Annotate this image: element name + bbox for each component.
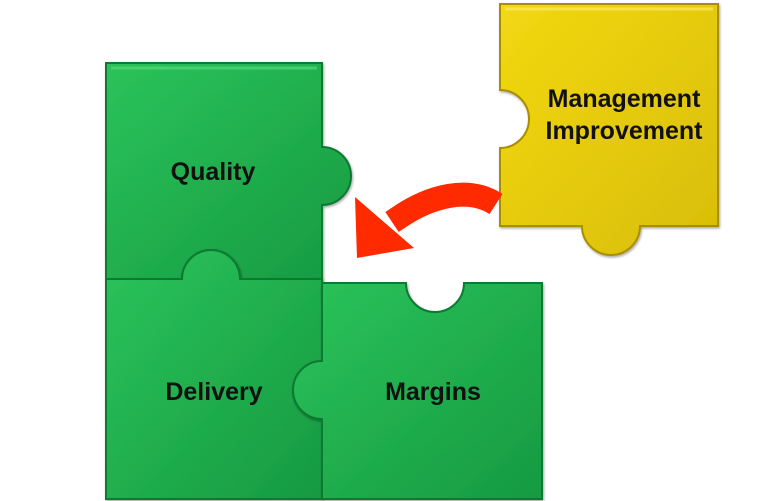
label-management: Management [548,85,701,113]
puzzle-piece-delivery [105,249,323,500]
puzzle-piece-margins [292,282,543,500]
label-margins: Margins [385,378,481,406]
label-improvement: Improvement [546,117,704,145]
red-curved-arrow [355,182,503,258]
label-delivery: Delivery [165,378,262,406]
puzzle-piece-management-improvement [499,3,719,256]
label-quality: Quality [171,158,256,186]
